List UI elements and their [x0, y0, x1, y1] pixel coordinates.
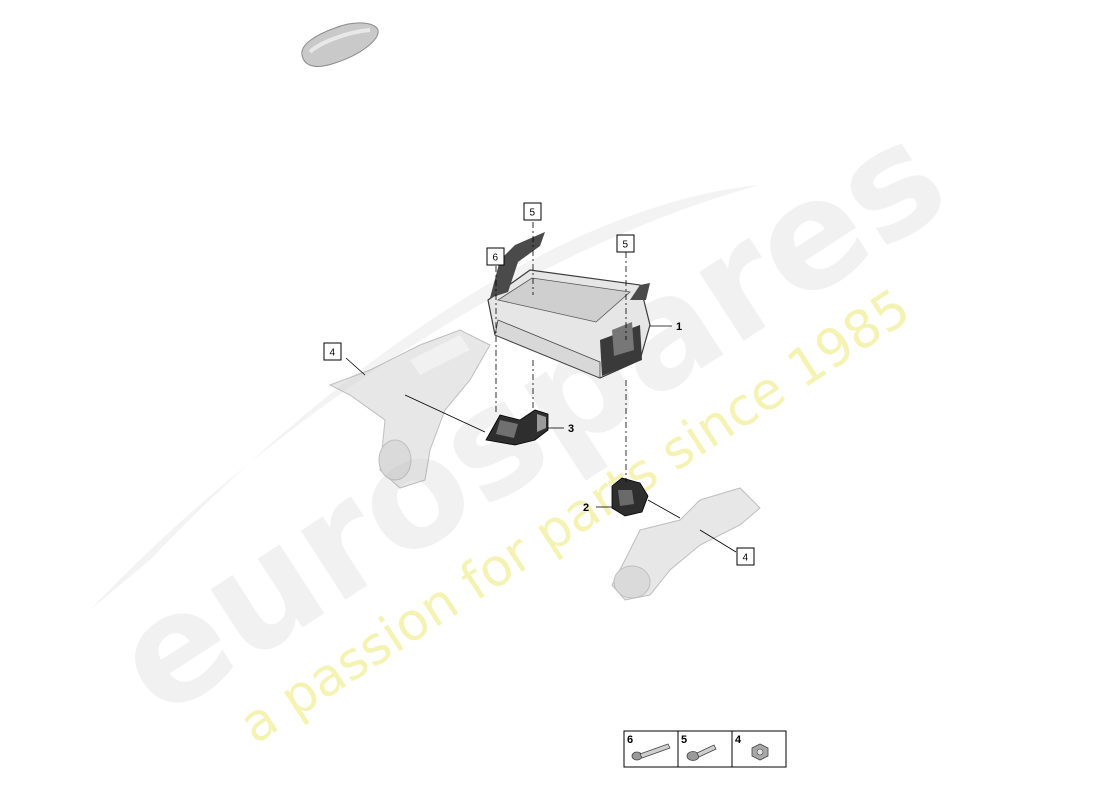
svg-text:6: 6	[493, 253, 499, 264]
part-3-bracket	[485, 409, 549, 446]
boxed-callout-5-top: 5	[523, 202, 542, 221]
svg-text:4: 4	[743, 553, 749, 564]
svg-text:5: 5	[530, 208, 536, 219]
vehicle-overview-icon	[301, 22, 379, 67]
bolt-short-icon	[686, 744, 717, 761]
legend-item-4: 4	[735, 734, 769, 761]
svg-text:5: 5	[681, 734, 687, 746]
left-support-frame	[328, 329, 491, 489]
svg-text:5: 5	[623, 240, 629, 251]
nut-icon	[751, 743, 769, 761]
right-support-frame	[611, 487, 761, 601]
boxed-callout-6: 6	[486, 247, 505, 266]
svg-text:6: 6	[627, 734, 633, 746]
svg-text:4: 4	[330, 348, 336, 359]
fastener-legend: 6 5 4	[623, 730, 787, 768]
callout-1: 1	[676, 321, 682, 333]
boxed-callout-4-left: 4	[323, 342, 342, 361]
part-1-housing	[487, 232, 651, 379]
svg-text:4: 4	[735, 734, 742, 746]
boxed-callout-4-right: 4	[736, 547, 755, 566]
callout-3: 3	[568, 423, 574, 435]
leader-lines	[345, 325, 737, 553]
dashed-leaders	[495, 222, 627, 482]
part-2-bracket	[611, 477, 649, 517]
legend-item-6: 6	[627, 734, 671, 761]
legend-item-5: 5	[681, 734, 717, 761]
bolt-long-icon	[631, 743, 671, 761]
callout-2: 2	[583, 502, 589, 514]
boxed-callout-5-right: 5	[616, 234, 635, 253]
